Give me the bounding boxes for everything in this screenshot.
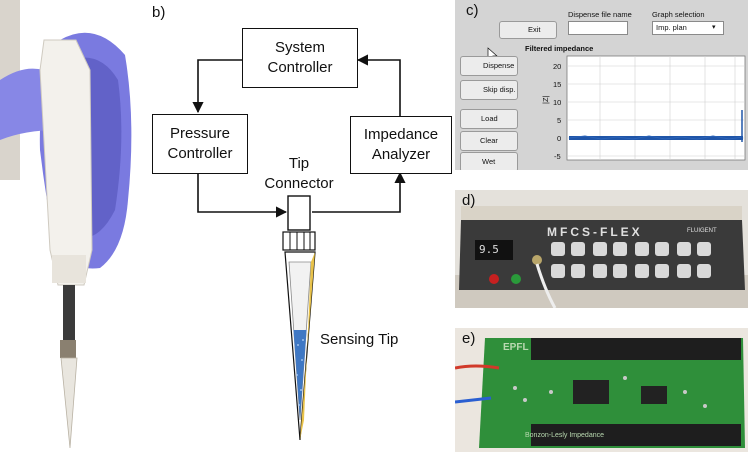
device-illustration [455,190,748,308]
y-tick-10: 10 [553,98,562,107]
pressure-controller-photo: 9.5 MFCS-FLEX FLUIGENT [455,190,748,308]
tip-connector-line1: Tip [288,155,310,172]
exit-button-label: Exit [528,25,541,34]
dispense-software-window: Exit Dispense file name Graph selection … [455,0,748,170]
tip-connector-label: Tip Connector [250,154,348,194]
device-name: MFCS-FLEX [547,225,643,239]
device-display: 9.5 [479,243,499,256]
impedance-board-photo: EPFL Bonzon-Lesly Impedance [455,328,748,452]
pcb-logo: EPFL [503,342,529,353]
y-tick-5: 5 [557,116,562,125]
wet-button[interactable]: Wet [460,152,518,170]
impedance-plot [463,24,746,161]
load-button-label: Load [481,114,498,123]
impedance-analyzer-line2: Analyzer [371,146,431,163]
dispense-file-label: Dispense file name [568,10,632,19]
system-controller-line1: System [274,39,325,56]
impedance-analyzer-line1: Impedance [363,126,439,143]
dispense-button[interactable]: Dispense [460,56,518,76]
wet-button-label: Wet [482,157,496,166]
load-button[interactable]: Load [460,109,518,129]
pipette-photo [0,0,136,452]
clear-button[interactable]: Clear [460,131,518,151]
system-controller-line2: Controller [267,59,333,76]
pipette-illustration [0,0,136,452]
chevron-down-icon: ▾ [712,24,716,31]
diagram-connectors [192,54,406,441]
filtered-impedance-label: Filtered impedance [525,44,594,53]
device-brand: FLUIGENT [687,228,717,234]
tip-connector-line2: Connector [264,175,334,192]
graph-selection-select[interactable]: Imp. plan ▾ [652,21,724,35]
y-tick-neg5: -5 [554,152,561,161]
exit-button[interactable]: Exit [499,21,557,39]
clear-button-label: Clear [480,136,498,145]
panel-label-b: b) [152,4,166,21]
skip-dispense-button-label: Skip disp. [483,85,516,94]
system-controller-box: System Controller [242,28,358,88]
y-axis-name: |Z| [541,95,550,104]
dispense-button-label: Dispense [483,61,515,70]
y-tick-15: 15 [553,80,562,89]
pressure-controller-line1: Pressure [169,125,231,142]
y-tick-0: 0 [557,134,562,143]
pcb-caption: Bonzon-Lesly Impedance [525,432,604,439]
sensing-tip-label: Sensing Tip [320,331,399,348]
graph-selection-value: Imp. plan [656,23,687,32]
block-diagram: System Controller Pressure Controller Im… [140,0,460,452]
impedance-analyzer-box: Impedance Analyzer [350,116,452,174]
panel-label-c: c) [466,2,479,19]
dispense-file-input[interactable] [568,21,628,35]
panel-label-e: e) [462,330,476,347]
pcb-illustration [455,328,748,452]
pressure-controller-line2: Controller [167,145,233,162]
graph-selection-label: Graph selection [652,10,705,19]
skip-dispense-button[interactable]: Skip disp. [460,80,518,100]
y-tick-20: 20 [553,62,562,71]
pressure-controller-box: Pressure Controller [152,114,248,174]
panel-label-d: d) [462,192,476,209]
